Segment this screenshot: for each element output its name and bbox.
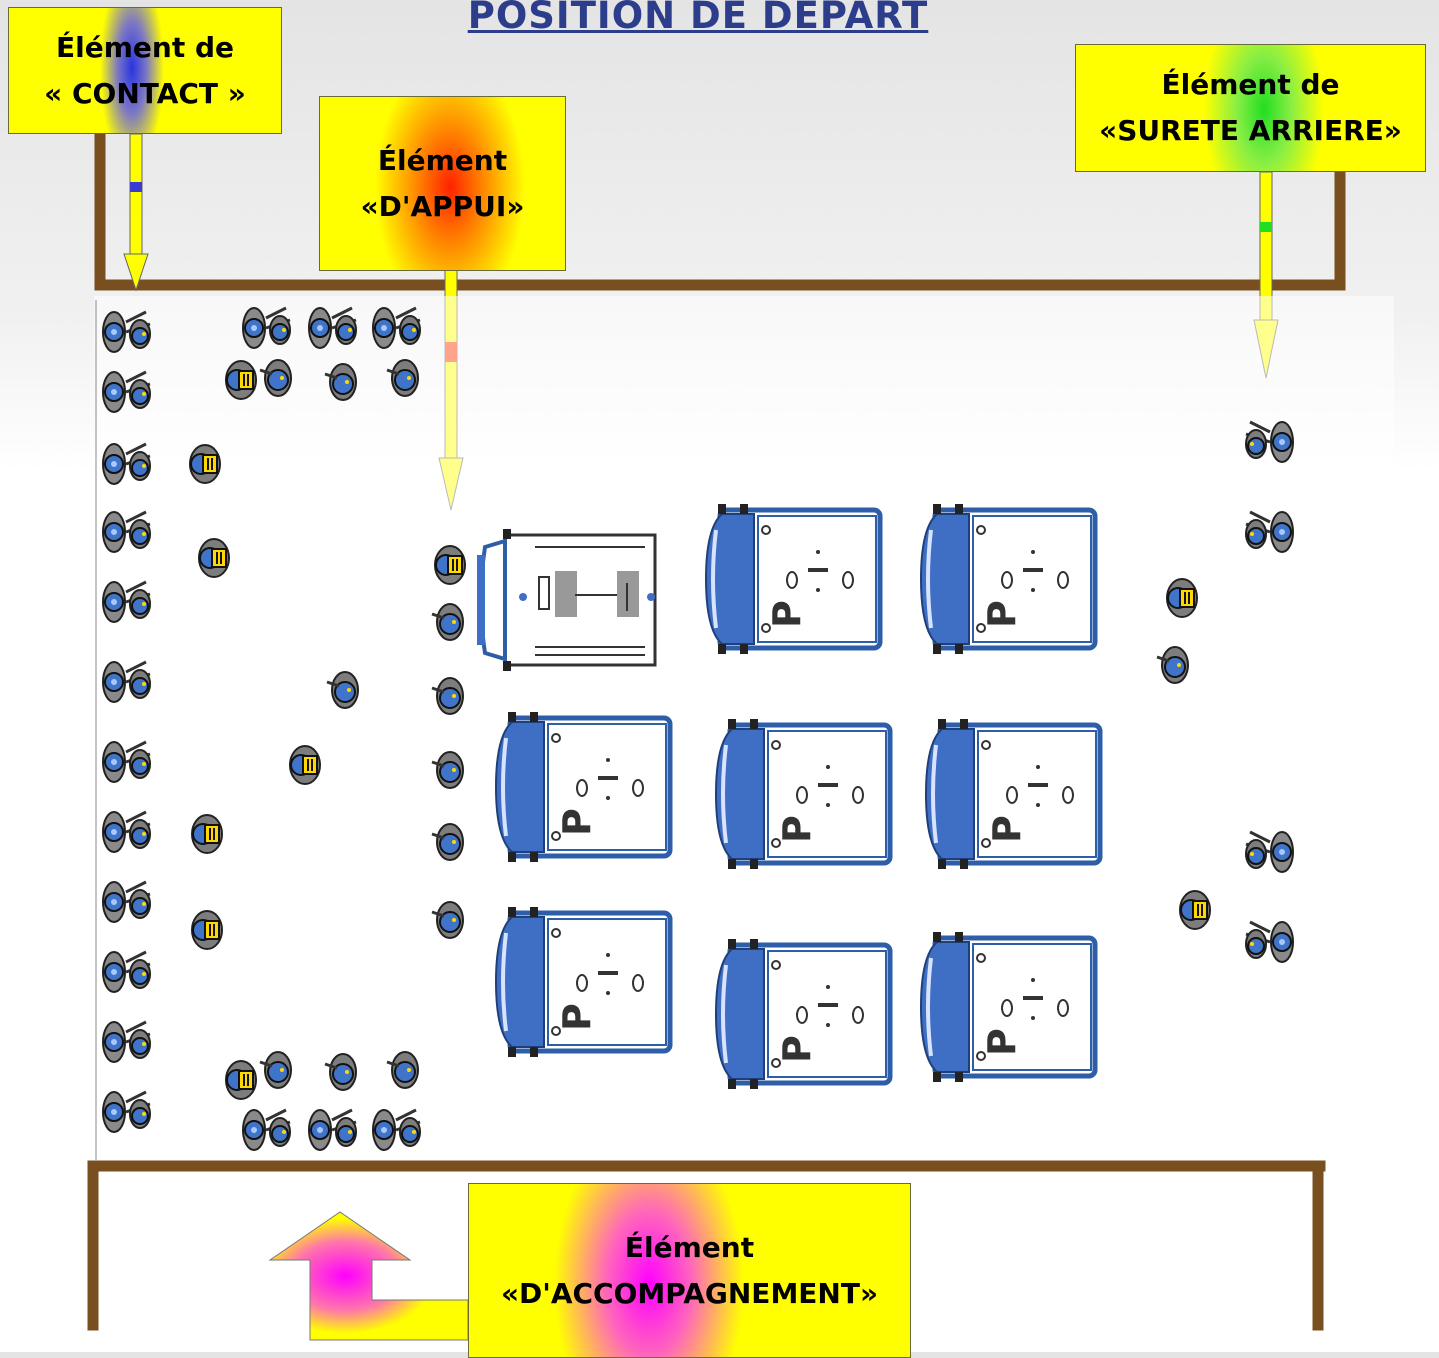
- appui-line1: Élément: [377, 143, 508, 177]
- vehicle: [926, 719, 1100, 869]
- accompagnement-line2: «D'ACCOMPAGNEMENT»: [500, 1276, 879, 1310]
- appui-line2: «D'APPUI»: [360, 189, 525, 223]
- vehicle: [921, 504, 1095, 654]
- surete-line1: Élément de: [1161, 68, 1340, 101]
- accompagnement-element-label: Élément «D'ACCOMPAGNEMENT»: [468, 1183, 911, 1358]
- vehicle: [706, 504, 880, 654]
- contact-line1: Élément de: [56, 30, 234, 64]
- walls: [87, 122, 1346, 1331]
- vehicle: [496, 907, 670, 1057]
- surete-element-label: Élément de «SURETE ARRIERE»: [1075, 44, 1426, 172]
- vehicle: [496, 712, 670, 862]
- contact-element-label: Élément de « CONTACT »: [8, 7, 282, 134]
- accompagnement-line1: Élément: [624, 1230, 755, 1264]
- command-truck: [475, 527, 657, 673]
- arrow-accompagnement: [268, 1211, 469, 1341]
- arrow-contact: [123, 133, 149, 292]
- vehicles: [475, 504, 1100, 1089]
- contact-line2: « CONTACT »: [44, 76, 246, 110]
- vehicle: [716, 939, 890, 1089]
- vehicle: [716, 719, 890, 869]
- appui-element-label: Élément «D'APPUI»: [319, 96, 566, 271]
- vehicle: [921, 932, 1095, 1082]
- page-title: POSITION DE DEPART: [467, 0, 929, 37]
- surete-line2: «SURETE ARRIERE»: [1099, 114, 1402, 147]
